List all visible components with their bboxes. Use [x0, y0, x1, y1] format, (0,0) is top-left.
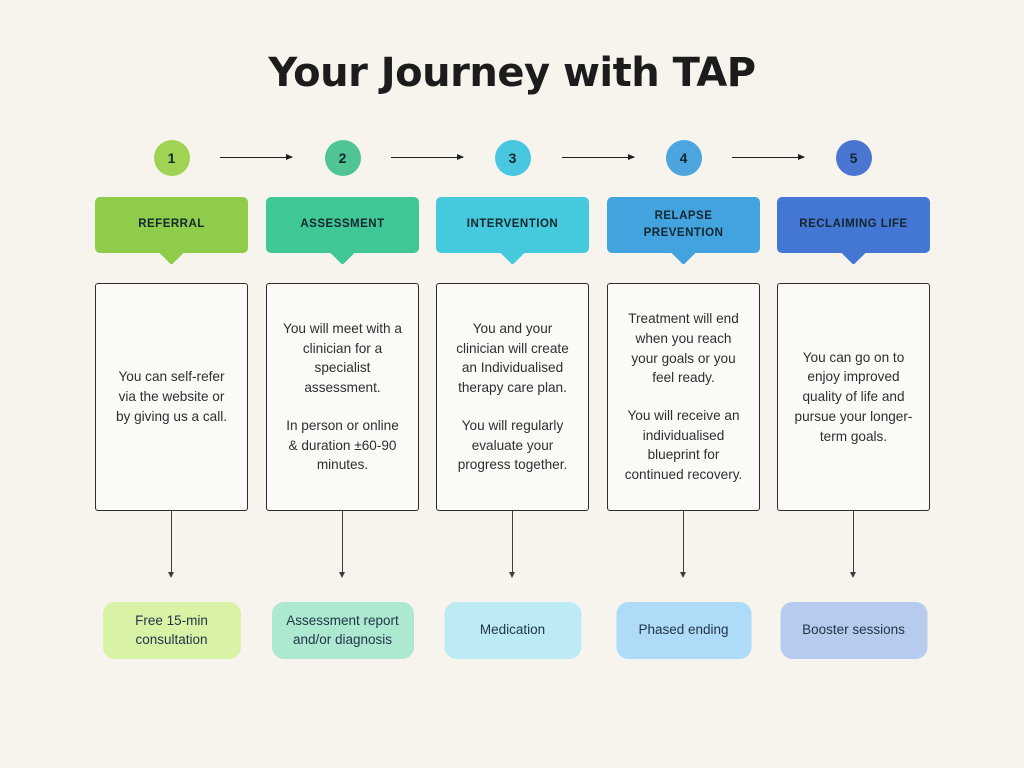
- step-number-badge: 3: [494, 140, 531, 176]
- step-header-label: RELAPSE PREVENTION: [643, 209, 724, 239]
- step-header-label: ASSESSMENT: [300, 218, 385, 231]
- step-column-intervention: 3 INTERVENTION You and your clinician wi…: [436, 0, 589, 768]
- step-header: RECLAIMING LIFE: [777, 197, 930, 265]
- step-header-label: REFERRAL: [138, 218, 205, 231]
- step-description-text: You can go on to enjoy improved quality …: [794, 349, 913, 444]
- down-arrow-icon: [680, 511, 686, 578]
- step-description-card: Treatment will end when you reach your g…: [607, 283, 760, 511]
- step-header-label: RECLAIMING LIFE: [799, 218, 908, 231]
- step-number-badge: 2: [324, 140, 361, 176]
- step-description-text: You will meet with a clinician for a spe…: [283, 321, 402, 396]
- down-arrow-icon: [850, 511, 856, 578]
- step-connector-arrow-icon: [732, 153, 805, 160]
- step-header: RELAPSE PREVENTION: [607, 197, 760, 265]
- step-connector-arrow-icon: [562, 153, 635, 160]
- step-column-assessment: 2 ASSESSMENT You will meet with a clinic…: [266, 0, 419, 768]
- step-number-badge: 4: [665, 140, 702, 176]
- step-header: INTERVENTION: [436, 197, 589, 265]
- step-outcome-box: Free 15-min consultation: [102, 602, 241, 659]
- step-outcome-label: Booster sessions: [802, 622, 905, 638]
- step-column-relapse-prevention: 4 RELAPSE PREVENTION Treatment will end …: [607, 0, 760, 768]
- step-column-reclaiming-life: 5 RECLAIMING LIFE You can go on to enjoy…: [777, 0, 930, 768]
- step-number-badge: 5: [835, 140, 872, 176]
- step-description-card: You will meet with a clinician for a spe…: [266, 283, 419, 511]
- step-outcome-label: Assessment report and/or diagnosis: [286, 612, 399, 647]
- pointer-tail-icon: [499, 238, 526, 265]
- step-outcome-label: Free 15-min consultation: [135, 612, 208, 647]
- step-description-text: You and your clinician will create an In…: [456, 321, 569, 396]
- pointer-tail-icon: [840, 238, 867, 265]
- step-connector-arrow-icon: [391, 153, 464, 160]
- step-header: REFERRAL: [95, 197, 248, 265]
- step-description-text: In person or online & duration ±60-90 mi…: [286, 417, 399, 473]
- step-outcome-label: Medication: [479, 622, 546, 638]
- pointer-tail-icon: [158, 238, 185, 265]
- step-description-card: You can go on to enjoy improved quality …: [777, 283, 930, 511]
- step-description-text: You will receive an individualised bluep…: [624, 408, 743, 483]
- step-outcome-box: Medication: [444, 602, 581, 659]
- page-title: Your Journey with TAP: [268, 50, 756, 96]
- step-outcome-box: Phased ending: [616, 602, 751, 659]
- step-description-text: You will regularly evaluate your progres…: [457, 417, 568, 473]
- down-arrow-icon: [509, 511, 515, 578]
- pointer-tail-icon: [329, 238, 356, 265]
- step-outcome-label: Phased ending: [638, 622, 729, 638]
- step-description-card: You and your clinician will create an In…: [436, 283, 589, 511]
- step-outcome-box: Assessment report and/or diagnosis: [271, 602, 414, 659]
- step-outcome-box: Booster sessions: [780, 602, 927, 659]
- step-description-card: You can self-refer via the website or by…: [95, 283, 248, 511]
- down-arrow-icon: [339, 511, 345, 578]
- step-description-text: Treatment will end when you reach your g…: [628, 311, 739, 386]
- step-number-badge: 1: [153, 140, 190, 176]
- step-header-label: INTERVENTION: [466, 218, 559, 231]
- step-header: ASSESSMENT: [266, 197, 419, 265]
- down-arrow-icon: [168, 511, 174, 578]
- step-connector-arrow-icon: [220, 153, 293, 160]
- step-description-text: You can self-refer via the website or by…: [115, 369, 228, 424]
- step-column-referral: 1 REFERRAL You can self-refer via the we…: [95, 0, 248, 768]
